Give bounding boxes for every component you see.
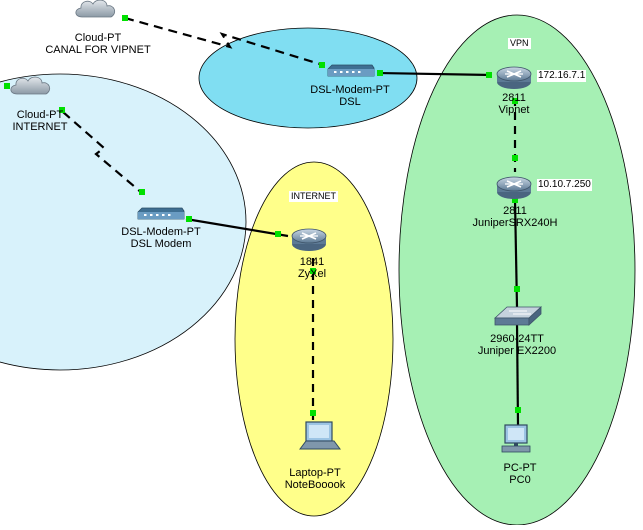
device-name: DSL bbox=[339, 96, 361, 108]
device-name: JuniperSRX240H bbox=[472, 217, 558, 229]
device-type: DSL-Modem-PT bbox=[121, 226, 201, 238]
device-label-pc: PC-PT PC0 bbox=[504, 462, 537, 486]
device-type: DSL-Modem-PT bbox=[310, 84, 390, 96]
dsl-zone bbox=[198, 27, 418, 129]
device-type: Cloud-PT bbox=[74, 32, 122, 44]
device-name: Juniper EX2200 bbox=[477, 345, 557, 357]
vpn-zone-label: VPN bbox=[508, 38, 531, 49]
link-status-lights bbox=[4, 15, 521, 416]
device-type: 2811 bbox=[503, 205, 527, 217]
device-label-router-zyxel: 1841 ZyXel bbox=[298, 256, 326, 280]
router-icon[interactable] bbox=[496, 66, 532, 90]
device-name: NoteBooook bbox=[284, 479, 346, 491]
device-type: PC-PT bbox=[503, 462, 537, 474]
switch-icon[interactable] bbox=[493, 306, 543, 326]
device-label-modem-dsl-modem: DSL-Modem-PT DSL Modem bbox=[121, 226, 200, 250]
link-cloud-internet-to-dsl-modem[interactable] bbox=[62, 111, 143, 194]
internet-zone bbox=[234, 161, 394, 517]
router-icon[interactable] bbox=[291, 228, 327, 252]
device-type: Cloud-PT bbox=[16, 109, 64, 121]
laptop-icon[interactable] bbox=[299, 421, 341, 450]
device-type: 1841 bbox=[299, 256, 325, 268]
cloud-icon[interactable] bbox=[75, 0, 116, 18]
device-name: ZyXel bbox=[297, 268, 327, 280]
device-type: 2811 bbox=[502, 92, 526, 104]
device-label-router-vipnet: 2811 Vipnet bbox=[499, 92, 530, 116]
device-label-modem-dsl: DSL-Modem-PT DSL bbox=[310, 84, 389, 108]
ip-address-label: 10.10.7.250 bbox=[537, 179, 592, 191]
dsl-modem-icon[interactable] bbox=[327, 64, 375, 77]
device-label-router-juniper-srx: 2811 JuniperSRX240H bbox=[473, 205, 558, 229]
device-name: DSL Modem bbox=[130, 238, 192, 250]
ip-address-label: 172.16.7.1 bbox=[537, 70, 587, 82]
link-dsl-to-vipnet-router[interactable] bbox=[377, 71, 493, 77]
link-dsl-modem-to-zyxel[interactable] bbox=[185, 217, 289, 238]
internet-zone-label: INTERNET bbox=[289, 191, 338, 202]
device-label-cloud-vipnet: Cloud-PT CANAL FOR VIPNET bbox=[45, 32, 150, 56]
device-name: CANAL FOR VIPNET bbox=[45, 44, 151, 56]
device-name: INTERNET bbox=[12, 121, 68, 133]
device-type: Laptop-PT bbox=[289, 467, 341, 479]
internet-cloud-zone bbox=[0, 73, 247, 371]
dsl-modem-icon[interactable] bbox=[137, 207, 185, 220]
device-label-laptop: Laptop-PT NoteBooook bbox=[285, 467, 346, 491]
pc-icon[interactable] bbox=[501, 424, 531, 453]
device-type: 2960-24TT bbox=[490, 333, 544, 345]
device-label-cloud-internet: Cloud-PT INTERNET bbox=[13, 109, 68, 133]
device-label-switch: 2960-24TT Juniper EX2200 bbox=[478, 333, 556, 357]
device-name: Vipnet bbox=[498, 104, 530, 116]
router-icon[interactable] bbox=[496, 176, 532, 200]
device-name: PC0 bbox=[509, 474, 531, 486]
